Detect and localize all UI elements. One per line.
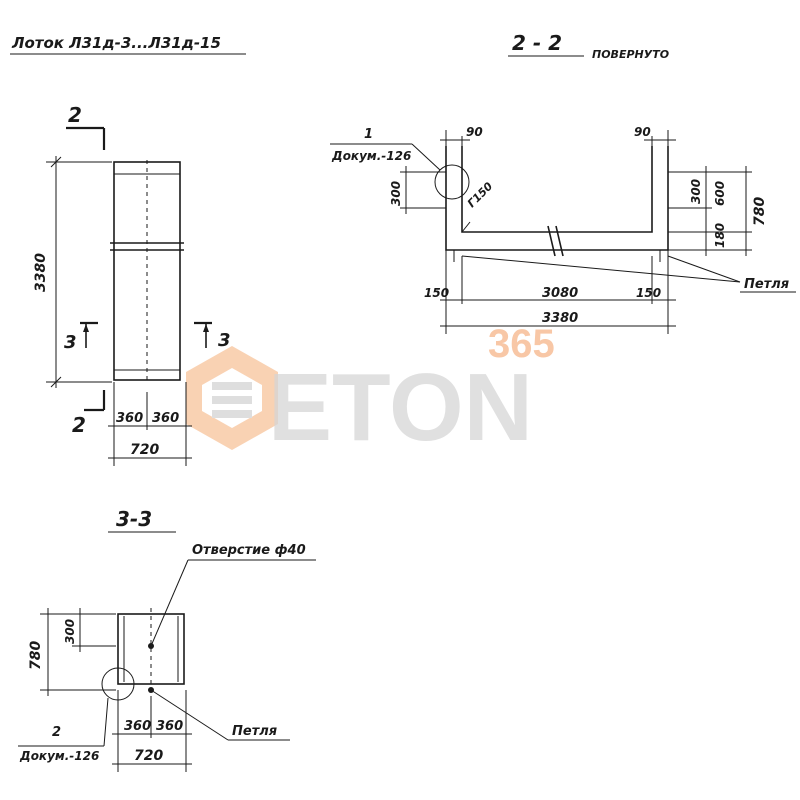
drawing-title: Лоток Л31д-3...Л31д-15	[11, 34, 221, 52]
dim-right-600: 600	[713, 181, 727, 206]
dim-top-left: 90	[466, 125, 483, 139]
dim-3-3-300: 300	[63, 619, 77, 644]
dim-bottom-3080: 3080	[542, 286, 578, 301]
dim-3-3-half-left: 360	[124, 719, 151, 734]
channel-break-line	[547, 225, 556, 257]
plan-half-right: 360	[152, 411, 179, 426]
cut-mark-left: 3	[64, 332, 77, 353]
callout-1-doc: Докум.-126	[331, 149, 411, 163]
section-2-2-label: 2 - 2	[512, 31, 562, 55]
dim-left-300: 300	[389, 181, 403, 206]
dim-slope: Г150	[465, 179, 496, 210]
watermark-brand-text: ETON	[268, 354, 533, 461]
dim-right-180: 180	[713, 223, 727, 248]
section-3-3: 3-3 Отверстие ф40 780 300 2 Докум.-126 П…	[18, 507, 316, 772]
section-2-2: 2 - 2 ПОВЕРНУТО 1 Докум.-126 90 90 300 Г…	[330, 31, 796, 334]
callout-1-number: 1	[364, 127, 373, 142]
plan-half-left: 360	[116, 411, 143, 426]
dim-right-780: 780	[752, 197, 768, 226]
section-mark-bottom: 2	[72, 413, 86, 437]
callout-2-doc: Докум.-126	[19, 749, 99, 763]
cut-arrow-left-icon	[83, 324, 89, 332]
section-mark-top: 2	[68, 103, 82, 127]
dim-bottom-150-right: 150	[636, 286, 661, 300]
dim-3-3-half-right: 360	[156, 719, 183, 734]
loop-label-3-3: Петля	[232, 724, 277, 739]
dim-top-right: 90	[634, 125, 651, 139]
dim-bottom-3380: 3380	[542, 311, 578, 326]
dim-3-3-width: 720	[134, 748, 163, 764]
section-3-3-label: 3-3	[116, 507, 152, 531]
plan-view: 2 3380 3 3 2 360 360 7	[33, 103, 231, 466]
title-block: Лоток Л31д-3...Л31д-15	[10, 34, 246, 55]
cut-mark-right: 3	[218, 330, 231, 351]
section-2-2-note: ПОВЕРНУТО	[592, 48, 669, 61]
callout-circle-1	[434, 164, 470, 200]
callout-2-number: 2	[52, 725, 61, 740]
hole-label: Отверстие ф40	[192, 543, 306, 558]
dim-right-300: 300	[689, 179, 703, 204]
plan-width-label: 720	[130, 442, 159, 458]
cut-arrow-right-icon	[203, 324, 209, 332]
dim-3-3-780: 780	[28, 641, 44, 670]
watermark-logo-icon	[186, 346, 278, 450]
watermark-top-text: 365	[488, 322, 555, 366]
plan-length-label: 3380	[33, 253, 49, 292]
watermark: 365 ETON	[186, 322, 555, 461]
loop-label-2-2: Петля	[744, 277, 789, 292]
dim-bottom-150-left: 150	[424, 286, 449, 300]
